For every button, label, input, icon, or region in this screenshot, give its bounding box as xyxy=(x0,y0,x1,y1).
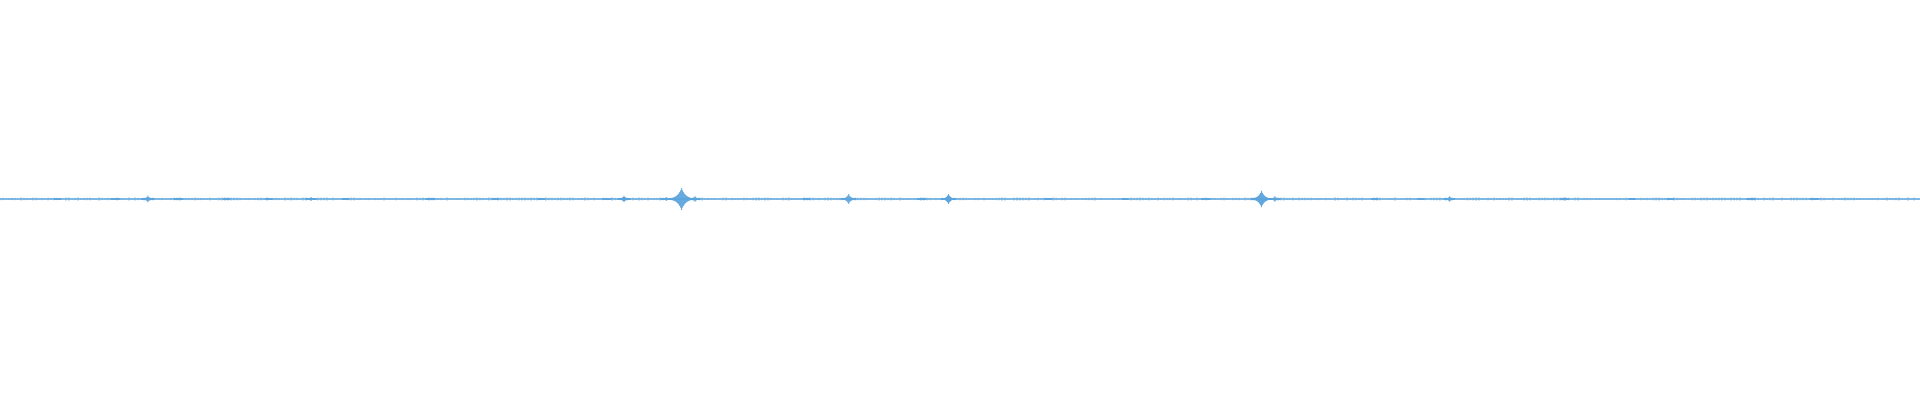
waveform-peak xyxy=(425,198,435,200)
waveform-peak xyxy=(1269,196,1281,202)
waveform-peak xyxy=(305,197,317,201)
waveform-peak xyxy=(491,198,499,200)
waveform-peak xyxy=(1201,198,1211,200)
waveform-peak xyxy=(1746,198,1756,200)
waveform-peaks xyxy=(54,188,1819,210)
waveform-peak xyxy=(1044,198,1052,200)
waveform-peak xyxy=(141,195,155,203)
waveform-peak xyxy=(1628,198,1636,200)
waveform-peak xyxy=(1121,198,1129,200)
waveform-peak xyxy=(223,198,231,200)
waveform-peak xyxy=(1417,198,1425,200)
waveform-peak xyxy=(1250,190,1272,208)
waveform-peak xyxy=(110,198,120,200)
waveform-peak xyxy=(1560,197,1570,201)
waveform-peak xyxy=(617,195,631,203)
waveform-peak xyxy=(917,198,927,200)
waveform-peak xyxy=(689,196,701,202)
waveform-peak xyxy=(174,197,184,201)
waveform-peak xyxy=(602,197,612,201)
waveform-peak xyxy=(1666,198,1674,200)
waveform-peak xyxy=(265,198,273,200)
waveform-noise xyxy=(0,197,1918,201)
waveform-peak xyxy=(54,198,62,200)
waveform-peak xyxy=(342,198,350,200)
waveform-peak xyxy=(1371,198,1379,200)
waveform-peak xyxy=(1809,197,1819,201)
waveform-peak xyxy=(802,198,810,200)
waveform-peak xyxy=(537,198,545,200)
waveform-peak xyxy=(841,194,857,204)
waveform-peak xyxy=(1444,196,1456,202)
waveform-peak xyxy=(940,194,956,204)
